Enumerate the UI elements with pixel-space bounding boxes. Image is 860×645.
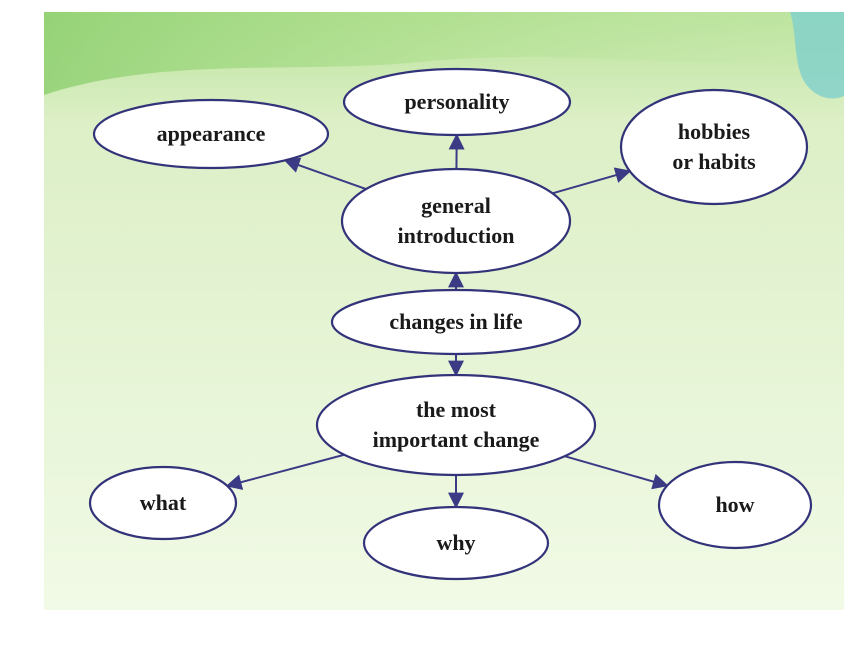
edges-layer [225,133,669,509]
node-why-label: why [436,530,475,555]
node-how-label: how [715,492,754,517]
arrow-important-to-what [225,453,345,490]
node-general-label: general [421,193,491,218]
node-what-ellipse [88,465,238,541]
node-important-label: the most [416,397,497,422]
node-what: what [88,465,238,541]
node-how: how [657,460,813,550]
node-appearance-ellipse [92,98,330,170]
node-changes-ellipse [330,288,582,356]
node-hobbies: hobbies or habits [619,88,809,206]
decorative-corner-shape [790,12,844,99]
node-how-ellipse [657,460,813,550]
node-why-ellipse [362,505,550,581]
node-personality-ellipse [342,67,572,137]
node-general-ellipse [340,167,572,275]
node-hobbies-label: hobbies [678,119,751,144]
nodes-layer: appearance personality hobbies or habits gen… [88,67,813,581]
node-why: why [362,505,550,581]
arrow-important-to-how [564,455,669,490]
node-changes: changes in life [330,288,582,356]
node-personality-label: personality [404,89,509,114]
arrow-general-to-hobbies [552,167,632,195]
node-important-label: important change [373,427,540,452]
node-important-ellipse [315,373,597,477]
arrow-general-to-appearance [283,157,367,190]
node-hobbies-ellipse [619,88,809,206]
node-hobbies-label: or habits [672,149,756,174]
decorative-top-band [44,12,844,95]
node-general-label: introduction [398,223,515,248]
node-appearance: appearance [92,98,330,170]
node-changes-label: changes in life [389,309,522,334]
node-important: the most important change [315,373,597,477]
node-personality: personality [342,67,572,137]
node-what-label: what [140,490,187,515]
node-general: general introduction [340,167,572,275]
node-appearance-label: appearance [157,121,266,146]
